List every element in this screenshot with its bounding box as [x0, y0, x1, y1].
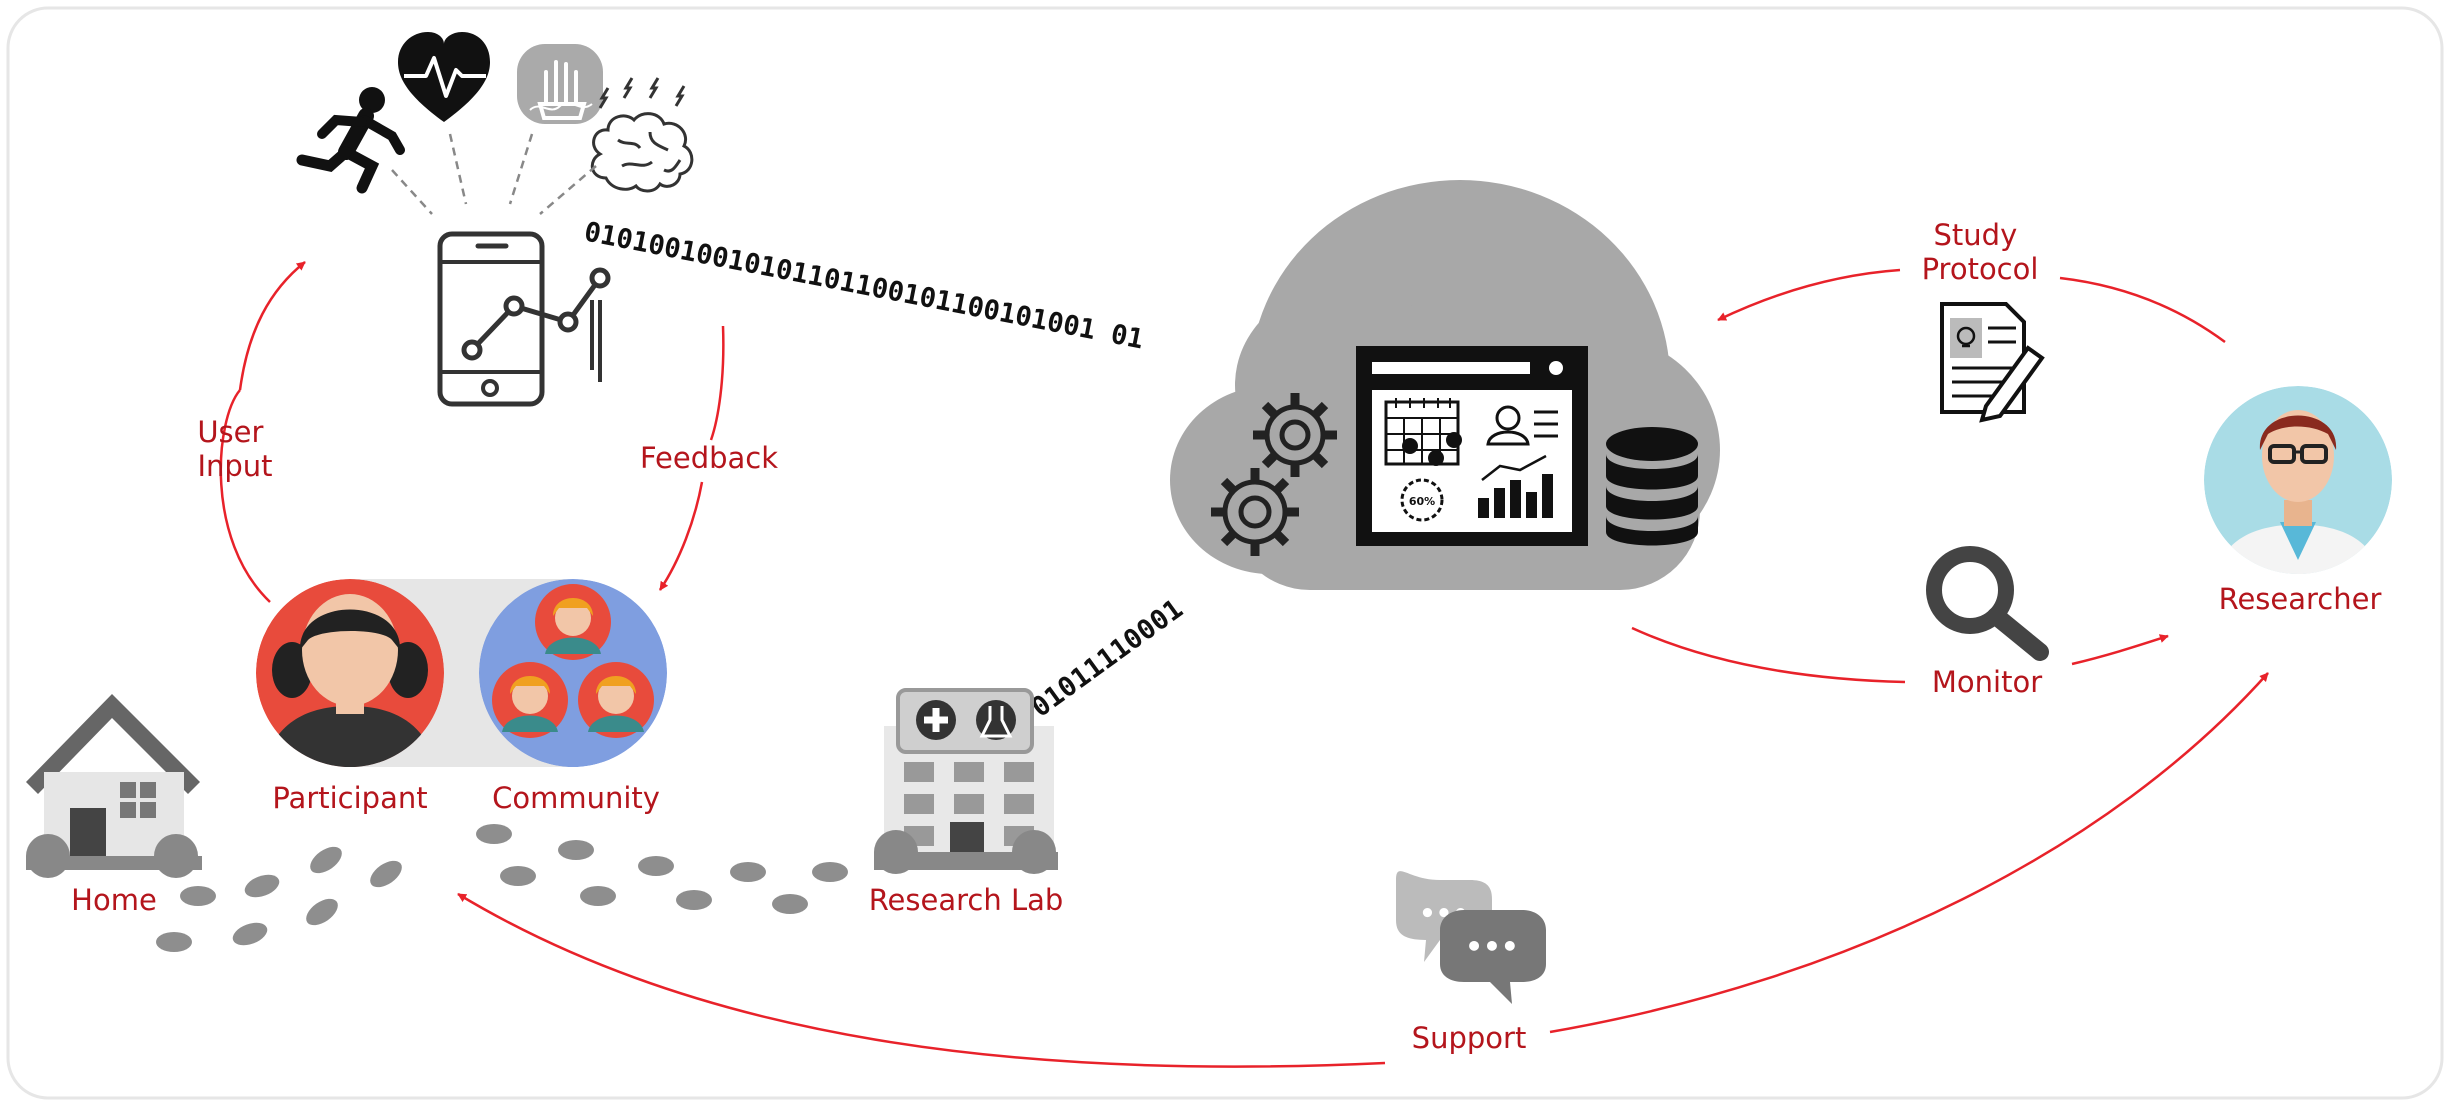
community-member [492, 662, 568, 738]
chat-bubbles-icon: ••• ••• [1396, 871, 1546, 1004]
feedback-arrow [709, 325, 725, 441]
magnifier-icon [1926, 546, 2049, 661]
support-arrow-left [457, 892, 1386, 1068]
community-member [578, 662, 654, 738]
user-input-arrow [219, 389, 271, 603]
database-icon [1606, 427, 1698, 546]
protocol-document-icon [1940, 302, 2045, 423]
research-lab-label: Research Lab [869, 883, 1064, 917]
feedback-label: Feedback [640, 441, 778, 475]
participant-avatar [256, 579, 444, 767]
study-protocol-arrow-right [2059, 276, 2226, 344]
svg-text:•••: ••• [1465, 930, 1519, 963]
home-label: Home [71, 883, 157, 917]
brain-icon [590, 77, 694, 193]
support-label: Support [1412, 1021, 1527, 1055]
gears-icon [1211, 393, 1337, 556]
house-icon [26, 694, 202, 878]
user-input-label: User Input [197, 415, 272, 483]
footprints [156, 824, 848, 952]
support-arrow-right [1549, 672, 2269, 1034]
user-input-arrow-top [238, 261, 306, 391]
dashboard-icon: 60% [1356, 346, 1588, 546]
monitor-arrow-right [2071, 634, 2169, 666]
researcher-label: Researcher [2219, 582, 2382, 616]
running-person-icon [296, 87, 405, 194]
gauge-percent: 60% [1409, 495, 1435, 508]
community-member [535, 584, 611, 660]
monitor-label: Monitor [1932, 665, 2042, 699]
hospital-icon [874, 688, 1058, 874]
community-avatar-group [479, 579, 667, 767]
feedback-arrow-bottom [658, 481, 704, 591]
study-protocol-arrow-left [1717, 268, 1901, 322]
hand-tremor-icon [517, 44, 603, 124]
sensor-dashed-lines [391, 133, 597, 215]
smartphone-chart-icon [437, 231, 611, 407]
study-protocol-label: Study Protocol [1922, 218, 2039, 286]
monitor-arrow-left [1631, 626, 1906, 684]
community-label: Community [492, 781, 660, 815]
heart-rate-icon [398, 32, 490, 122]
participant-label: Participant [272, 781, 427, 815]
